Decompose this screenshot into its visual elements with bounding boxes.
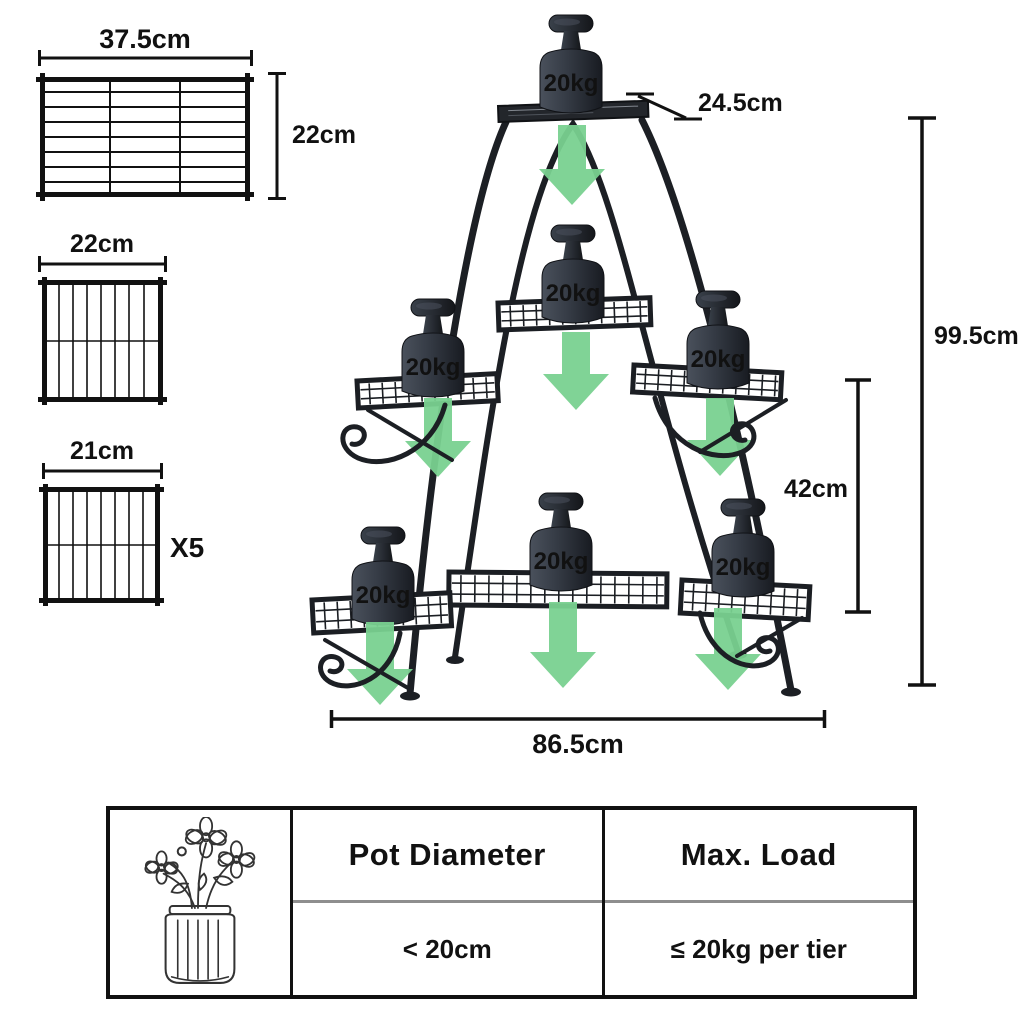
- spec-table-icon-cell: [110, 810, 293, 995]
- weight-label: 20kg: [691, 346, 746, 373]
- weight-bottom-center: 20kg: [529, 492, 593, 592]
- panel-b: 22cm: [38, 230, 167, 405]
- plant-stand-illustration: 20kg 20kg 20kg 20kg 20kg 20kg 20kg: [309, 14, 813, 705]
- weight-label: 20kg: [406, 354, 461, 381]
- pot-diameter-value: < 20cm: [402, 933, 492, 964]
- load-arrow-bottom-right: [695, 608, 761, 690]
- dimension-base-width: 86.5cm: [329, 710, 827, 759]
- weight-label: 20kg: [716, 554, 771, 581]
- weight-tier2: 20kg: [541, 224, 605, 324]
- panel-c-quantity-label: X5: [170, 532, 204, 563]
- weight-mid-left: 20kg: [401, 298, 465, 398]
- stand-scroll-brackets: [318, 395, 804, 690]
- dimension-total-height: 99.5cm: [908, 116, 1019, 687]
- panel-a-width-label: 37.5cm: [99, 24, 191, 54]
- panel-a-grid: [36, 73, 254, 201]
- panel-c-grid: [39, 484, 164, 606]
- panel-a-width-dimension: [38, 50, 253, 66]
- dimension-tier-gap: 42cm: [784, 378, 871, 614]
- spec-col-pot-diameter: Pot Diameter < 20cm: [293, 810, 605, 995]
- panel-c: 21cm X5: [39, 437, 204, 606]
- weight-top: 20kg: [539, 14, 603, 114]
- load-arrow-mid-left: [405, 398, 471, 477]
- base-width-label: 86.5cm: [532, 729, 624, 759]
- panel-b-grid: [38, 277, 167, 405]
- spec-table: Pot Diameter < 20cm Max. Load ≤ 20kg per…: [106, 806, 917, 999]
- spec-col-max-load: Max. Load ≤ 20kg per tier: [604, 810, 913, 995]
- panel-b-width-dimension: [38, 256, 167, 272]
- weight-bottom-left: 20kg: [351, 526, 415, 626]
- weight-label: 20kg: [534, 548, 589, 575]
- max-load-header: Max. Load: [604, 810, 913, 903]
- top-depth-label: 24.5cm: [698, 89, 783, 117]
- panel-c-width-dimension: [42, 463, 163, 479]
- diagram-canvas: 37.5cm 22c: [36, 14, 1019, 759]
- load-arrow-tier2: [543, 332, 609, 410]
- weight-mid-right: 20kg: [686, 290, 750, 390]
- load-arrow-bottom-left: [347, 622, 413, 705]
- weight-bottom-right: 20kg: [711, 498, 775, 598]
- flower-vase-icon: [144, 816, 256, 984]
- weight-label: 20kg: [356, 582, 411, 609]
- panel-a-height-dimension: [268, 72, 286, 200]
- total-height-label: 99.5cm: [934, 322, 1019, 350]
- dimension-top-depth: 24.5cm: [626, 89, 783, 121]
- pot-diameter-header: Pot Diameter: [293, 810, 602, 903]
- load-arrow-bottom-center: [530, 602, 596, 688]
- panel-a: 37.5cm 22c: [36, 24, 356, 201]
- max-load-value: ≤ 20kg per tier: [670, 933, 847, 964]
- panel-c-width-label: 21cm: [70, 437, 134, 465]
- tier-gap-label: 42cm: [784, 475, 848, 503]
- panel-a-height-label: 22cm: [292, 121, 356, 149]
- panel-b-width-label: 22cm: [70, 230, 134, 258]
- weight-label: 20kg: [544, 70, 599, 97]
- load-arrow-top: [539, 125, 605, 205]
- weight-label: 20kg: [546, 280, 601, 307]
